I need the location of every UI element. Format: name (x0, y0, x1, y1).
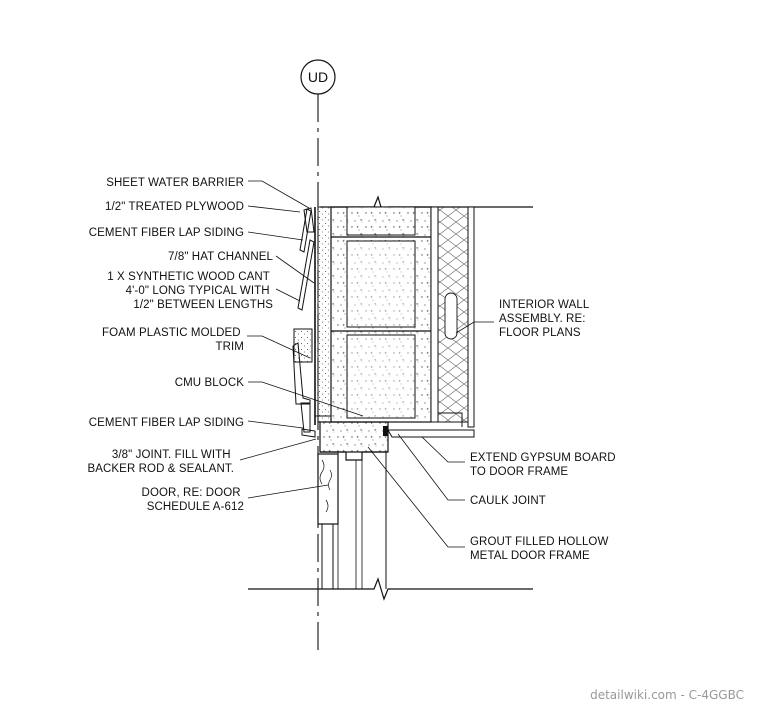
labels-left: SHEET WATER BARRIER 1/2" TREATED PLYWOOD… (87, 177, 273, 513)
label-grout-filled-frame: GROUT FILLED HOLLOW METAL DOOR FRAME (470, 536, 612, 562)
door-leaf (317, 452, 387, 589)
exterior-cladding (292, 206, 332, 438)
label-foam-plastic-trim: FOAM PLASTIC MOLDED TRIM (102, 327, 244, 353)
labels-right: INTERIOR WALL ASSEMBLY. RE: FLOOR PLANS … (470, 299, 619, 562)
label-caulk-joint: CAULK JOINT (470, 495, 546, 507)
interior-wall-assembly (387, 206, 475, 438)
label-cement-fiber-lap-siding-bottom: CEMENT FIBER LAP SIDING (89, 417, 244, 429)
label-cement-fiber-lap-siding-top: CEMENT FIBER LAP SIDING (89, 227, 244, 239)
label-joint-fill: 3/8" JOINT. FILL WITH BACKER ROD & SEALA… (87, 449, 234, 475)
label-interior-wall-assembly: INTERIOR WALL ASSEMBLY. RE: FLOOR PLANS (499, 299, 592, 339)
detail-tag-text: UD (308, 69, 328, 85)
label-synthetic-wood-cant: 1 X SYNTHETIC WOOD CANT 4'-0" LONG TYPIC… (107, 271, 273, 311)
label-door: DOOR, RE: DOOR SCHEDULE A-612 (142, 487, 244, 513)
break-line-bottom (248, 577, 533, 601)
watermark: detailwiki.com - C-4GGBC (590, 688, 744, 702)
label-extend-gypsum-board: EXTEND GYPSUM BOARD TO DOOR FRAME (470, 452, 619, 478)
label-hat-channel: 7/8" HAT CHANNEL (168, 251, 273, 263)
detail-tag: UD (300, 59, 336, 95)
label-treated-plywood: 1/2" TREATED PLYWOOD (105, 201, 244, 213)
label-cmu-block: CMU BLOCK (175, 377, 245, 389)
leaders-right (367, 321, 494, 548)
label-sheet-water-barrier: SHEET WATER BARRIER (106, 177, 244, 189)
leaders-left (239, 180, 364, 499)
lintel-grout (319, 421, 389, 461)
cmu-wall (330, 206, 432, 423)
